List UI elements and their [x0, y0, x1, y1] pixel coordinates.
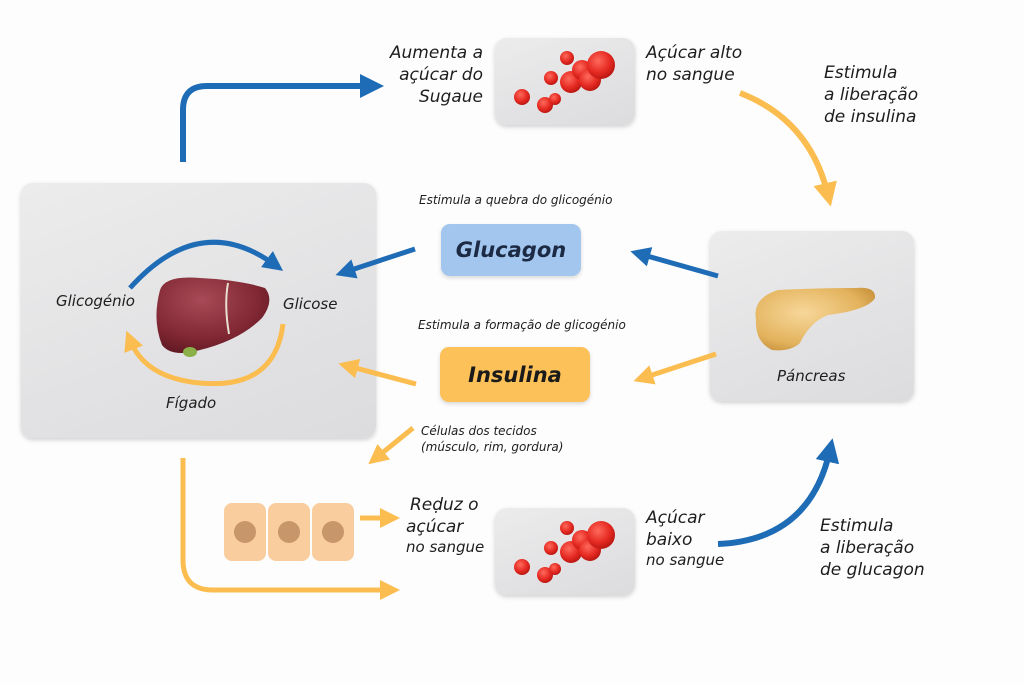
blood-cells-bottom [514, 521, 615, 583]
label-line: açúcar do [399, 65, 483, 86]
label-line: Estimula [820, 516, 894, 536]
label-line: a liberação [820, 538, 915, 559]
label-line: Sugaue [418, 87, 483, 108]
arrow-liver-to-blood [180, 74, 384, 162]
tissue-cell [312, 503, 354, 561]
label-line: Estimula [824, 63, 898, 83]
label-line: de glucagon [820, 560, 925, 581]
label-line: no sangue [646, 65, 735, 86]
pancreas-label: Páncreas [777, 367, 846, 385]
label-line: a liberação [824, 85, 919, 106]
label-line: Reḍuz o [410, 495, 479, 515]
arrow-pancreas-to-insulin [633, 351, 717, 385]
pancreas-illustration [755, 287, 876, 351]
low-sugar-label: Açúcar baixo no sangue [646, 507, 724, 571]
label-line: Açúcar alto [646, 43, 743, 63]
stimulate-glucagon-label: Estimula a liberação de glucagon [820, 515, 925, 581]
label-line: no sangue [646, 551, 725, 570]
glycogen-label: Glicogénio [56, 292, 135, 310]
arrow-insulin-to-liver [338, 358, 417, 387]
liver-label: Fígado [166, 394, 217, 412]
tissues-label: Células dos tecidos (músculo, rim, gordu… [421, 424, 563, 455]
stimulate-insulin-label: Estimula a liberação de insulina [824, 62, 918, 128]
label-line: (músculo, rim, gordura) [421, 439, 564, 454]
label-line: baixo [646, 530, 693, 551]
arrow-liver-to-low-blood [180, 458, 400, 600]
blood-cells-top [514, 51, 615, 113]
tissue-cell [268, 503, 310, 561]
arrow-glucagon-to-liver [335, 246, 416, 279]
label-line: de insulina [824, 107, 917, 128]
arrow-glucose-to-glycogen [124, 323, 286, 387]
high-sugar-label: Açúcar alto no sangue [646, 42, 742, 86]
label-line: Células dos tecidos [421, 424, 537, 438]
cell-nucleus [278, 521, 300, 543]
glucagon-caption: Estimula a quebra do glicogénio [419, 193, 613, 207]
insulin-box: Insulina [440, 347, 590, 402]
insulin-caption: Estimula a formação de glicogénio [418, 318, 626, 332]
increase-sugar-label: Aumenta a açúcar do Sugaue [390, 42, 483, 108]
label-line: Açúcar [646, 508, 705, 528]
reduce-sugar-label: Reḍuz o açúcar no sangue [406, 494, 484, 558]
arrow-pancreas-to-glucagon [630, 247, 719, 279]
arrow-low-sugar-to-pancreas [717, 438, 840, 547]
cell-nucleus [322, 521, 344, 543]
label-line: açúcar [406, 517, 464, 538]
arrow-insulin-to-tissues [368, 426, 415, 465]
tissue-cell [224, 503, 266, 561]
label-line: Aumenta a [389, 43, 483, 63]
cell-nucleus [234, 521, 256, 543]
liver-illustration [156, 277, 270, 357]
glucose-label: Glicose [283, 295, 338, 313]
label-line: no sangue [406, 538, 485, 557]
arrow-glycogen-to-glucose [128, 239, 284, 290]
arrow-high-sugar-to-pancreas [738, 90, 837, 207]
glucagon-box: Glucagon [441, 224, 581, 276]
